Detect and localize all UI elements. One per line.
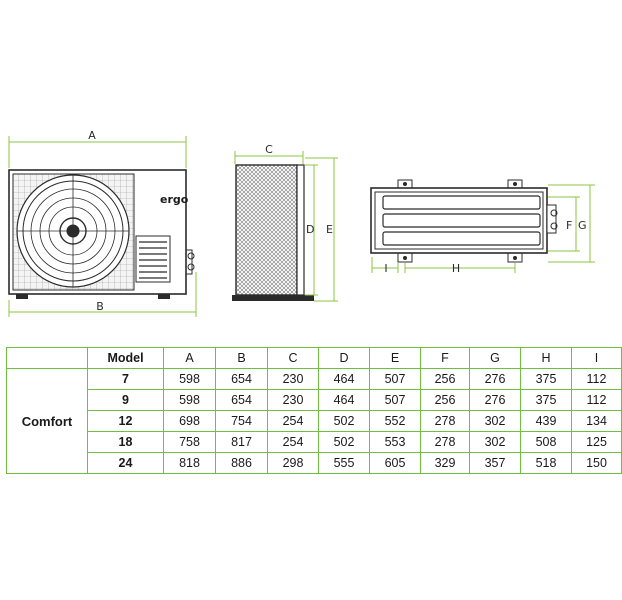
table-cell: 254 bbox=[267, 431, 319, 453]
column-header: G bbox=[469, 347, 521, 369]
label-h: H bbox=[452, 262, 460, 275]
column-header: A bbox=[163, 347, 216, 369]
table-row: 18 758 817 254 502 553 278 302 508 125 bbox=[7, 431, 622, 453]
table-cell: 439 bbox=[520, 410, 572, 432]
table-row: 9 598 654 230 464 507 256 276 375 112 bbox=[7, 389, 622, 411]
column-header: H bbox=[520, 347, 572, 369]
table-cell: 134 bbox=[571, 410, 622, 432]
table-cell: 278 bbox=[420, 431, 470, 453]
table-cell: 886 bbox=[215, 452, 268, 474]
outdoor-unit-front bbox=[8, 169, 195, 299]
table-cell: 302 bbox=[469, 410, 521, 432]
table-cell: 502 bbox=[318, 410, 370, 432]
top-view: F G I H bbox=[370, 179, 595, 275]
table-cell: 375 bbox=[520, 389, 572, 411]
label-e: E bbox=[326, 223, 333, 236]
table-cell: 817 bbox=[215, 431, 268, 453]
front-view: A bbox=[8, 129, 197, 317]
table-cell: 125 bbox=[571, 431, 622, 453]
table-cell: 518 bbox=[520, 452, 572, 474]
table-cell: 598 bbox=[163, 389, 216, 411]
table-cell: 758 bbox=[163, 431, 216, 453]
table-cell: 464 bbox=[318, 368, 370, 390]
table-cell: 654 bbox=[215, 389, 268, 411]
label-f: F bbox=[566, 219, 572, 232]
table-row: 12 698 754 254 502 552 278 302 439 134 bbox=[7, 410, 622, 432]
table-cell: 464 bbox=[318, 389, 370, 411]
table-cell: 254 bbox=[267, 410, 319, 432]
spec-table: Model A B C D E F G H I Comfort 7 598 65… bbox=[6, 347, 622, 474]
model-cell: 18 bbox=[87, 431, 164, 453]
table-cell: 278 bbox=[420, 410, 470, 432]
dimension-g bbox=[548, 184, 595, 263]
table-cell: 553 bbox=[369, 431, 421, 453]
table-cell: 256 bbox=[420, 368, 470, 390]
table-cell: 112 bbox=[571, 368, 622, 390]
column-header: I bbox=[571, 347, 622, 369]
label-b: B bbox=[96, 300, 104, 313]
column-header: E bbox=[369, 347, 421, 369]
table-cell: 112 bbox=[571, 389, 622, 411]
table-cell: 298 bbox=[267, 452, 319, 474]
table-cell: 150 bbox=[571, 452, 622, 474]
table-cell: 605 bbox=[369, 452, 421, 474]
table-cell: 329 bbox=[420, 452, 470, 474]
model-cell: 12 bbox=[87, 410, 164, 432]
dimension-e bbox=[305, 157, 338, 302]
model-cell: 24 bbox=[87, 452, 164, 474]
table-cell: 230 bbox=[267, 389, 319, 411]
outdoor-unit-side bbox=[232, 164, 314, 301]
table-row: 24 818 886 298 555 605 329 357 518 150 bbox=[7, 452, 622, 474]
outdoor-unit-top bbox=[370, 179, 558, 263]
table-cell: 508 bbox=[520, 431, 572, 453]
column-header: C bbox=[267, 347, 319, 369]
table-cell: 375 bbox=[520, 368, 572, 390]
side-view: C D E bbox=[232, 143, 338, 302]
model-cell: 7 bbox=[87, 368, 164, 390]
label-a: A bbox=[88, 129, 96, 142]
column-header: B bbox=[215, 347, 268, 369]
dimension-b bbox=[8, 272, 197, 317]
dimension-h bbox=[404, 263, 516, 273]
table-cell: 598 bbox=[163, 368, 216, 390]
column-header: F bbox=[420, 347, 470, 369]
dimension-a bbox=[8, 136, 187, 168]
table-cell: 276 bbox=[469, 368, 521, 390]
table-cell: 698 bbox=[163, 410, 216, 432]
label-d: D bbox=[306, 223, 314, 236]
table-cell: 502 bbox=[318, 431, 370, 453]
table-cell: 276 bbox=[469, 389, 521, 411]
table-cell: 754 bbox=[215, 410, 268, 432]
dimension-c bbox=[234, 151, 304, 164]
label-g: G bbox=[578, 219, 587, 232]
dimension-f bbox=[548, 196, 580, 252]
dimension-diagram: A bbox=[8, 129, 595, 317]
table-cell: 256 bbox=[420, 389, 470, 411]
table-cell: 507 bbox=[369, 368, 421, 390]
brand-logo: ergo bbox=[160, 193, 189, 206]
table-cell: 357 bbox=[469, 452, 521, 474]
table-cell: 555 bbox=[318, 452, 370, 474]
table-cell: 654 bbox=[215, 368, 268, 390]
table-cell: 818 bbox=[163, 452, 216, 474]
dimension-d bbox=[305, 164, 318, 296]
table-header-row: Model A B C D E F G H I bbox=[6, 347, 622, 369]
model-cell: 9 bbox=[87, 389, 164, 411]
label-c: C bbox=[265, 143, 273, 156]
table-row: Comfort 7 598 654 230 464 507 256 276 37… bbox=[6, 368, 622, 474]
table-cell: 552 bbox=[369, 410, 421, 432]
series-header-cell bbox=[6, 347, 88, 369]
table-cell: 230 bbox=[267, 368, 319, 390]
table-cell: 302 bbox=[469, 431, 521, 453]
dimension-i bbox=[371, 257, 399, 273]
column-header: Model bbox=[87, 347, 164, 369]
column-header: D bbox=[318, 347, 370, 369]
series-name: Comfort bbox=[6, 368, 88, 474]
label-i: I bbox=[384, 262, 387, 275]
table-cell: 507 bbox=[369, 389, 421, 411]
